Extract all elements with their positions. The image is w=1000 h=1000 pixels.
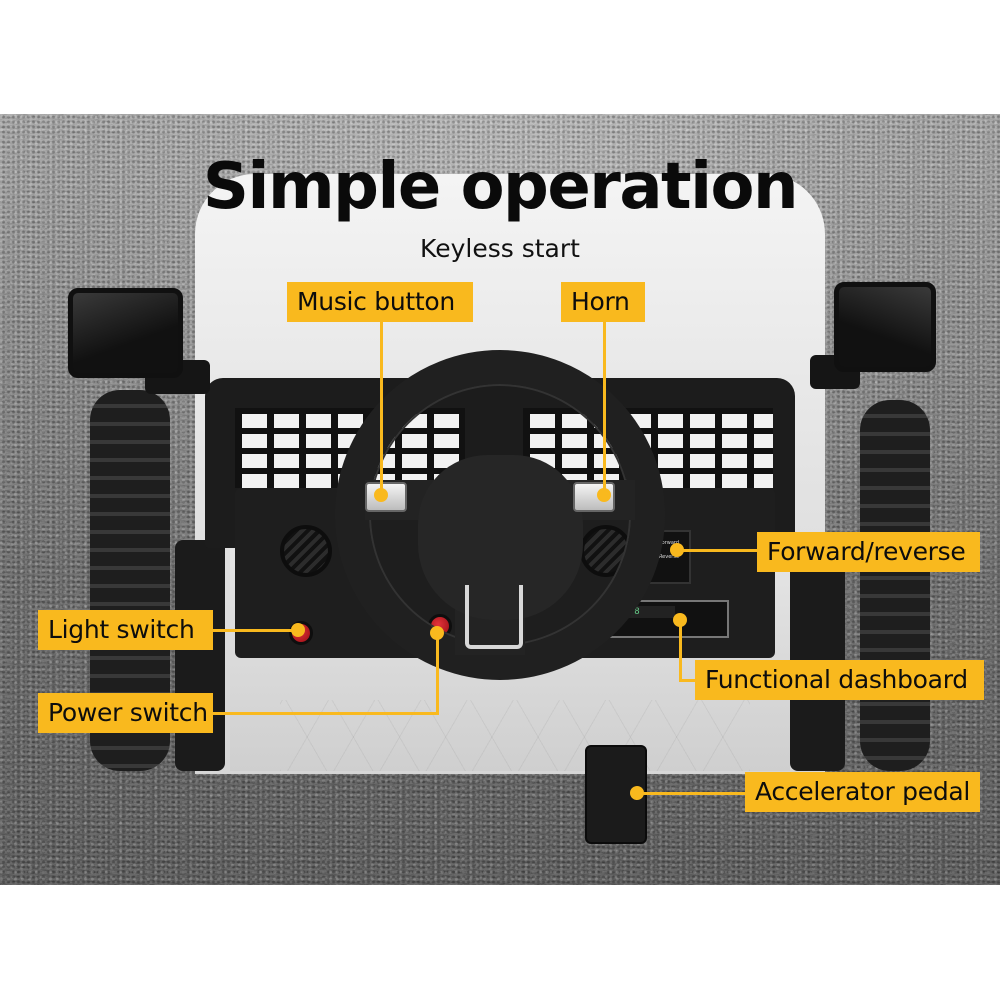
- power-connector-horizontal: [213, 712, 438, 715]
- callout-music-button: Music button: [287, 282, 473, 322]
- left-mirror: [68, 288, 183, 378]
- light-connector-line: [213, 629, 298, 632]
- left-air-vent: [280, 525, 332, 577]
- callout-horn: Horn: [561, 282, 645, 322]
- forward-reverse-connector-dot: [670, 543, 684, 557]
- forward-reverse-connector-line: [675, 549, 757, 552]
- callout-power-switch: Power switch: [38, 693, 213, 733]
- right-mirror: [834, 282, 936, 372]
- dashboard-connector-horizontal: [679, 679, 695, 682]
- callout-accelerator-pedal: Accelerator pedal: [745, 772, 980, 812]
- horn-connector-dot: [597, 488, 611, 502]
- music-connector-dot: [374, 488, 388, 502]
- horn-connector-line: [603, 322, 606, 495]
- dashboard-connector-dot: [673, 613, 687, 627]
- switch-reverse-text: Reverse: [658, 554, 680, 560]
- horn-button: [573, 482, 615, 512]
- accelerator-connector-line: [637, 792, 745, 795]
- callout-light-switch: Light switch: [38, 610, 213, 650]
- music-button: [365, 482, 407, 512]
- steering-chrome-trim: [465, 585, 523, 649]
- floor-hex-pattern: [280, 700, 750, 771]
- page-subtitle: Keyless start: [420, 234, 580, 263]
- light-connector-dot: [291, 623, 305, 637]
- dashboard-connector-vertical: [679, 620, 682, 681]
- callout-forward-reverse: Forward/reverse: [757, 532, 980, 572]
- steering-hub: [418, 455, 583, 620]
- power-connector-dot: [430, 626, 444, 640]
- left-side-rail: [175, 540, 225, 771]
- power-connector-vertical: [436, 633, 439, 715]
- right-side-rail: [790, 540, 845, 771]
- callout-functional-dashboard: Functional dashboard: [695, 660, 984, 700]
- music-connector-line: [380, 322, 383, 495]
- switch-forward-text: Forward: [658, 540, 680, 546]
- accelerator-connector-dot: [630, 786, 644, 800]
- right-front-tire: [860, 400, 930, 771]
- page-title: Simple operation: [202, 150, 799, 224]
